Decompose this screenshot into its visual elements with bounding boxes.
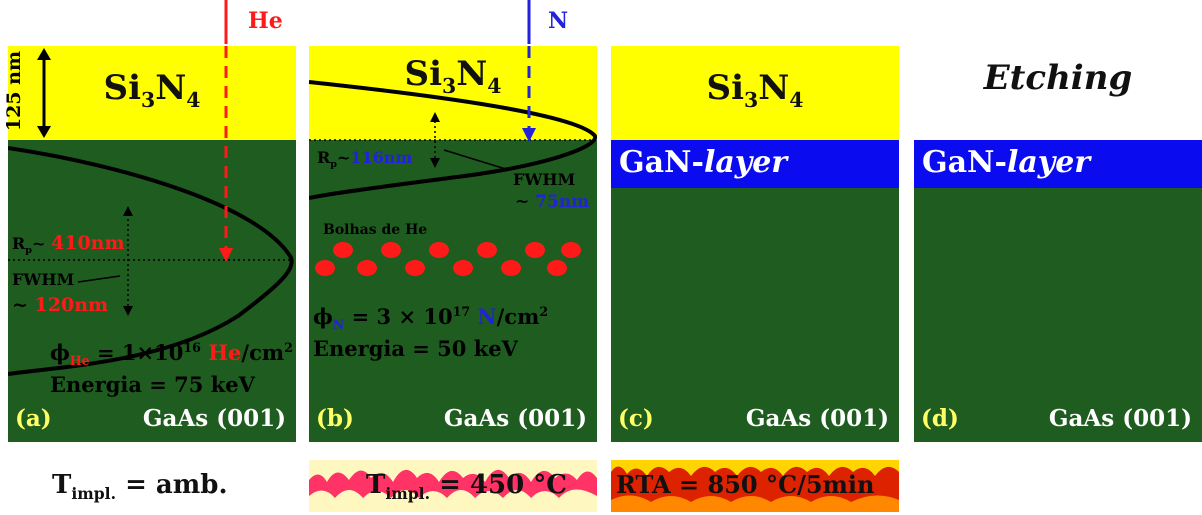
he-gaussian-curve <box>8 146 294 376</box>
bubbles-label: Bolhas de He <box>323 222 428 238</box>
n-gaussian-curve <box>309 80 597 200</box>
substrate-label: GaAs (001) <box>745 405 889 432</box>
si3n4-label: Si3N4 <box>404 54 502 98</box>
energy-label: Energia = 75 keV <box>50 372 255 397</box>
flame-b <box>309 460 597 512</box>
gan-label: GaN-layer <box>619 145 788 180</box>
si3n4-label: Si3N4 <box>103 68 201 112</box>
substrate-label: GaAs (001) <box>142 405 286 432</box>
gan-label: GaN-layer <box>922 145 1091 180</box>
rp-label: Rp~ 410nm <box>12 232 125 257</box>
panel-letter: (c) <box>618 405 654 432</box>
temperature-a: Timpl. = amb. <box>52 470 228 504</box>
panel-a: Si3N4 125 nm Rp~ 410nm FWHM ~ 120nm ϕHe … <box>3 46 296 442</box>
energy-label: Energia = 50 keV <box>313 336 518 361</box>
he-ion-label: He <box>248 8 283 34</box>
panel-c: Si3N4 GaN-layer (c) GaAs (001) <box>611 46 899 442</box>
dose-label: ϕN = 3 × 1017 N/cm2 <box>313 304 549 333</box>
panel-b: Si3N4 Rp~116nm FWHM ~ 75nm Bolhas de He … <box>309 46 597 442</box>
thickness-label: 125 nm <box>3 50 26 132</box>
temperature-b: Timpl. = 450 °C <box>366 470 567 504</box>
n-ion-label: N <box>548 8 569 34</box>
etching-label: Etching <box>914 58 1202 98</box>
gan-layer: GaN-layer <box>914 140 1202 188</box>
fwhm-value: ~ 75nm <box>515 192 590 212</box>
panel-d: Etching GaN-layer (d) GaAs (001) <box>914 46 1202 442</box>
rp-label: Rp~116nm <box>317 148 413 171</box>
he-arrow-top <box>224 0 228 44</box>
implant-profile-b <box>309 46 597 276</box>
panel-letter: (b) <box>316 405 354 432</box>
anneal-label: RTA = 850 °C/5min <box>616 470 875 499</box>
fwhm-value: ~ 120nm <box>12 294 109 316</box>
n-arrow-top <box>527 0 531 44</box>
panel-letter: (a) <box>15 405 52 432</box>
dose-label: ϕHe = 1×1016 He/cm2 <box>50 340 293 369</box>
he-bubbles <box>315 242 581 276</box>
si3n4-layer: Si3N4 <box>8 46 296 140</box>
substrate-label: GaAs (001) <box>443 405 587 432</box>
si3n4-label: Si3N4 <box>706 68 804 112</box>
gan-layer: GaN-layer <box>611 140 899 188</box>
si3n4-layer: Si3N4 <box>611 46 899 140</box>
flame-c <box>611 460 899 512</box>
fwhm-label: FWHM <box>12 270 75 289</box>
implant-profile-a <box>8 46 294 376</box>
fwhm-label: FWHM <box>513 170 576 189</box>
substrate-label: GaAs (001) <box>1048 405 1192 432</box>
panel-letter: (d) <box>921 405 959 432</box>
si3n4-layer: Si3N4 <box>309 46 597 140</box>
